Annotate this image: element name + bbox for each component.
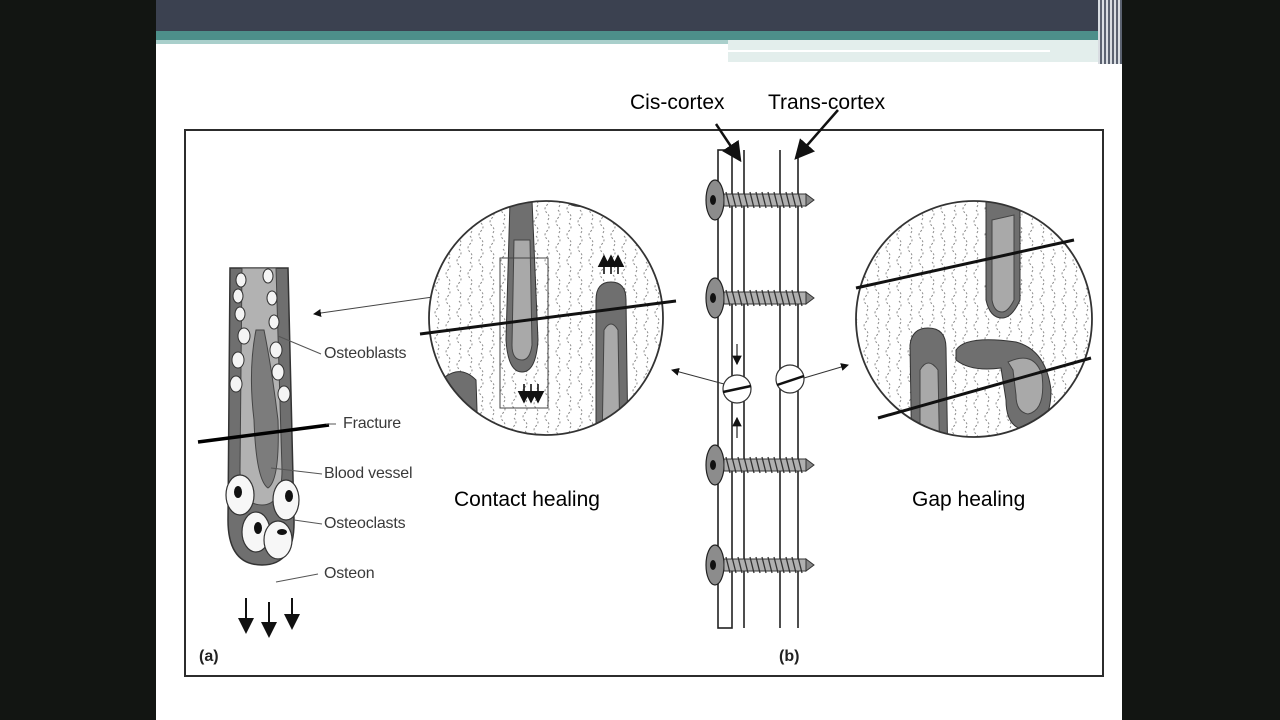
screw: [705, 277, 815, 319]
header-edge-lines: [1098, 0, 1122, 64]
bone-healing-diagram: [197, 109, 1093, 638]
osteon-label: Osteon: [324, 565, 375, 582]
contact-healing-label: Contact healing: [454, 488, 600, 511]
blood-vessel-label: Blood vessel: [324, 465, 413, 482]
header-bar: [156, 0, 1122, 31]
screw: [705, 179, 815, 221]
osteoclasts-label: Osteoclasts: [324, 515, 406, 532]
screw: [705, 444, 815, 486]
fracture-line-a: [197, 423, 330, 444]
contact-healing-circle: [419, 200, 677, 436]
leader-lines-a: [270, 335, 336, 583]
figure-frame: [184, 129, 1104, 677]
gap-healing-circle: [855, 200, 1093, 438]
header-accent-bar: [156, 31, 1122, 40]
gap-healing-label: Gap healing: [912, 488, 1026, 511]
screw: [705, 544, 815, 586]
trans-cortex-label: Trans-cortex: [768, 91, 886, 114]
slide: Cis-cortex Trans-cortex Contact healing …: [156, 0, 1122, 720]
cis-cortex-label: Cis-cortex: [630, 91, 725, 114]
osteoblasts-label: Osteoblasts: [324, 345, 407, 362]
osteon-cone: [225, 267, 300, 566]
panel-b-label: (b): [779, 648, 800, 665]
header-light-line: [728, 50, 1050, 52]
fracture-gaps-b: [671, 344, 849, 438]
header-light-stripe: [156, 40, 728, 44]
cortex-pointers: [714, 109, 839, 163]
fracture-label: Fracture: [343, 415, 401, 432]
resorption-arrows: [238, 598, 300, 638]
screws: [705, 179, 815, 586]
panel-a-label: (a): [199, 648, 219, 665]
